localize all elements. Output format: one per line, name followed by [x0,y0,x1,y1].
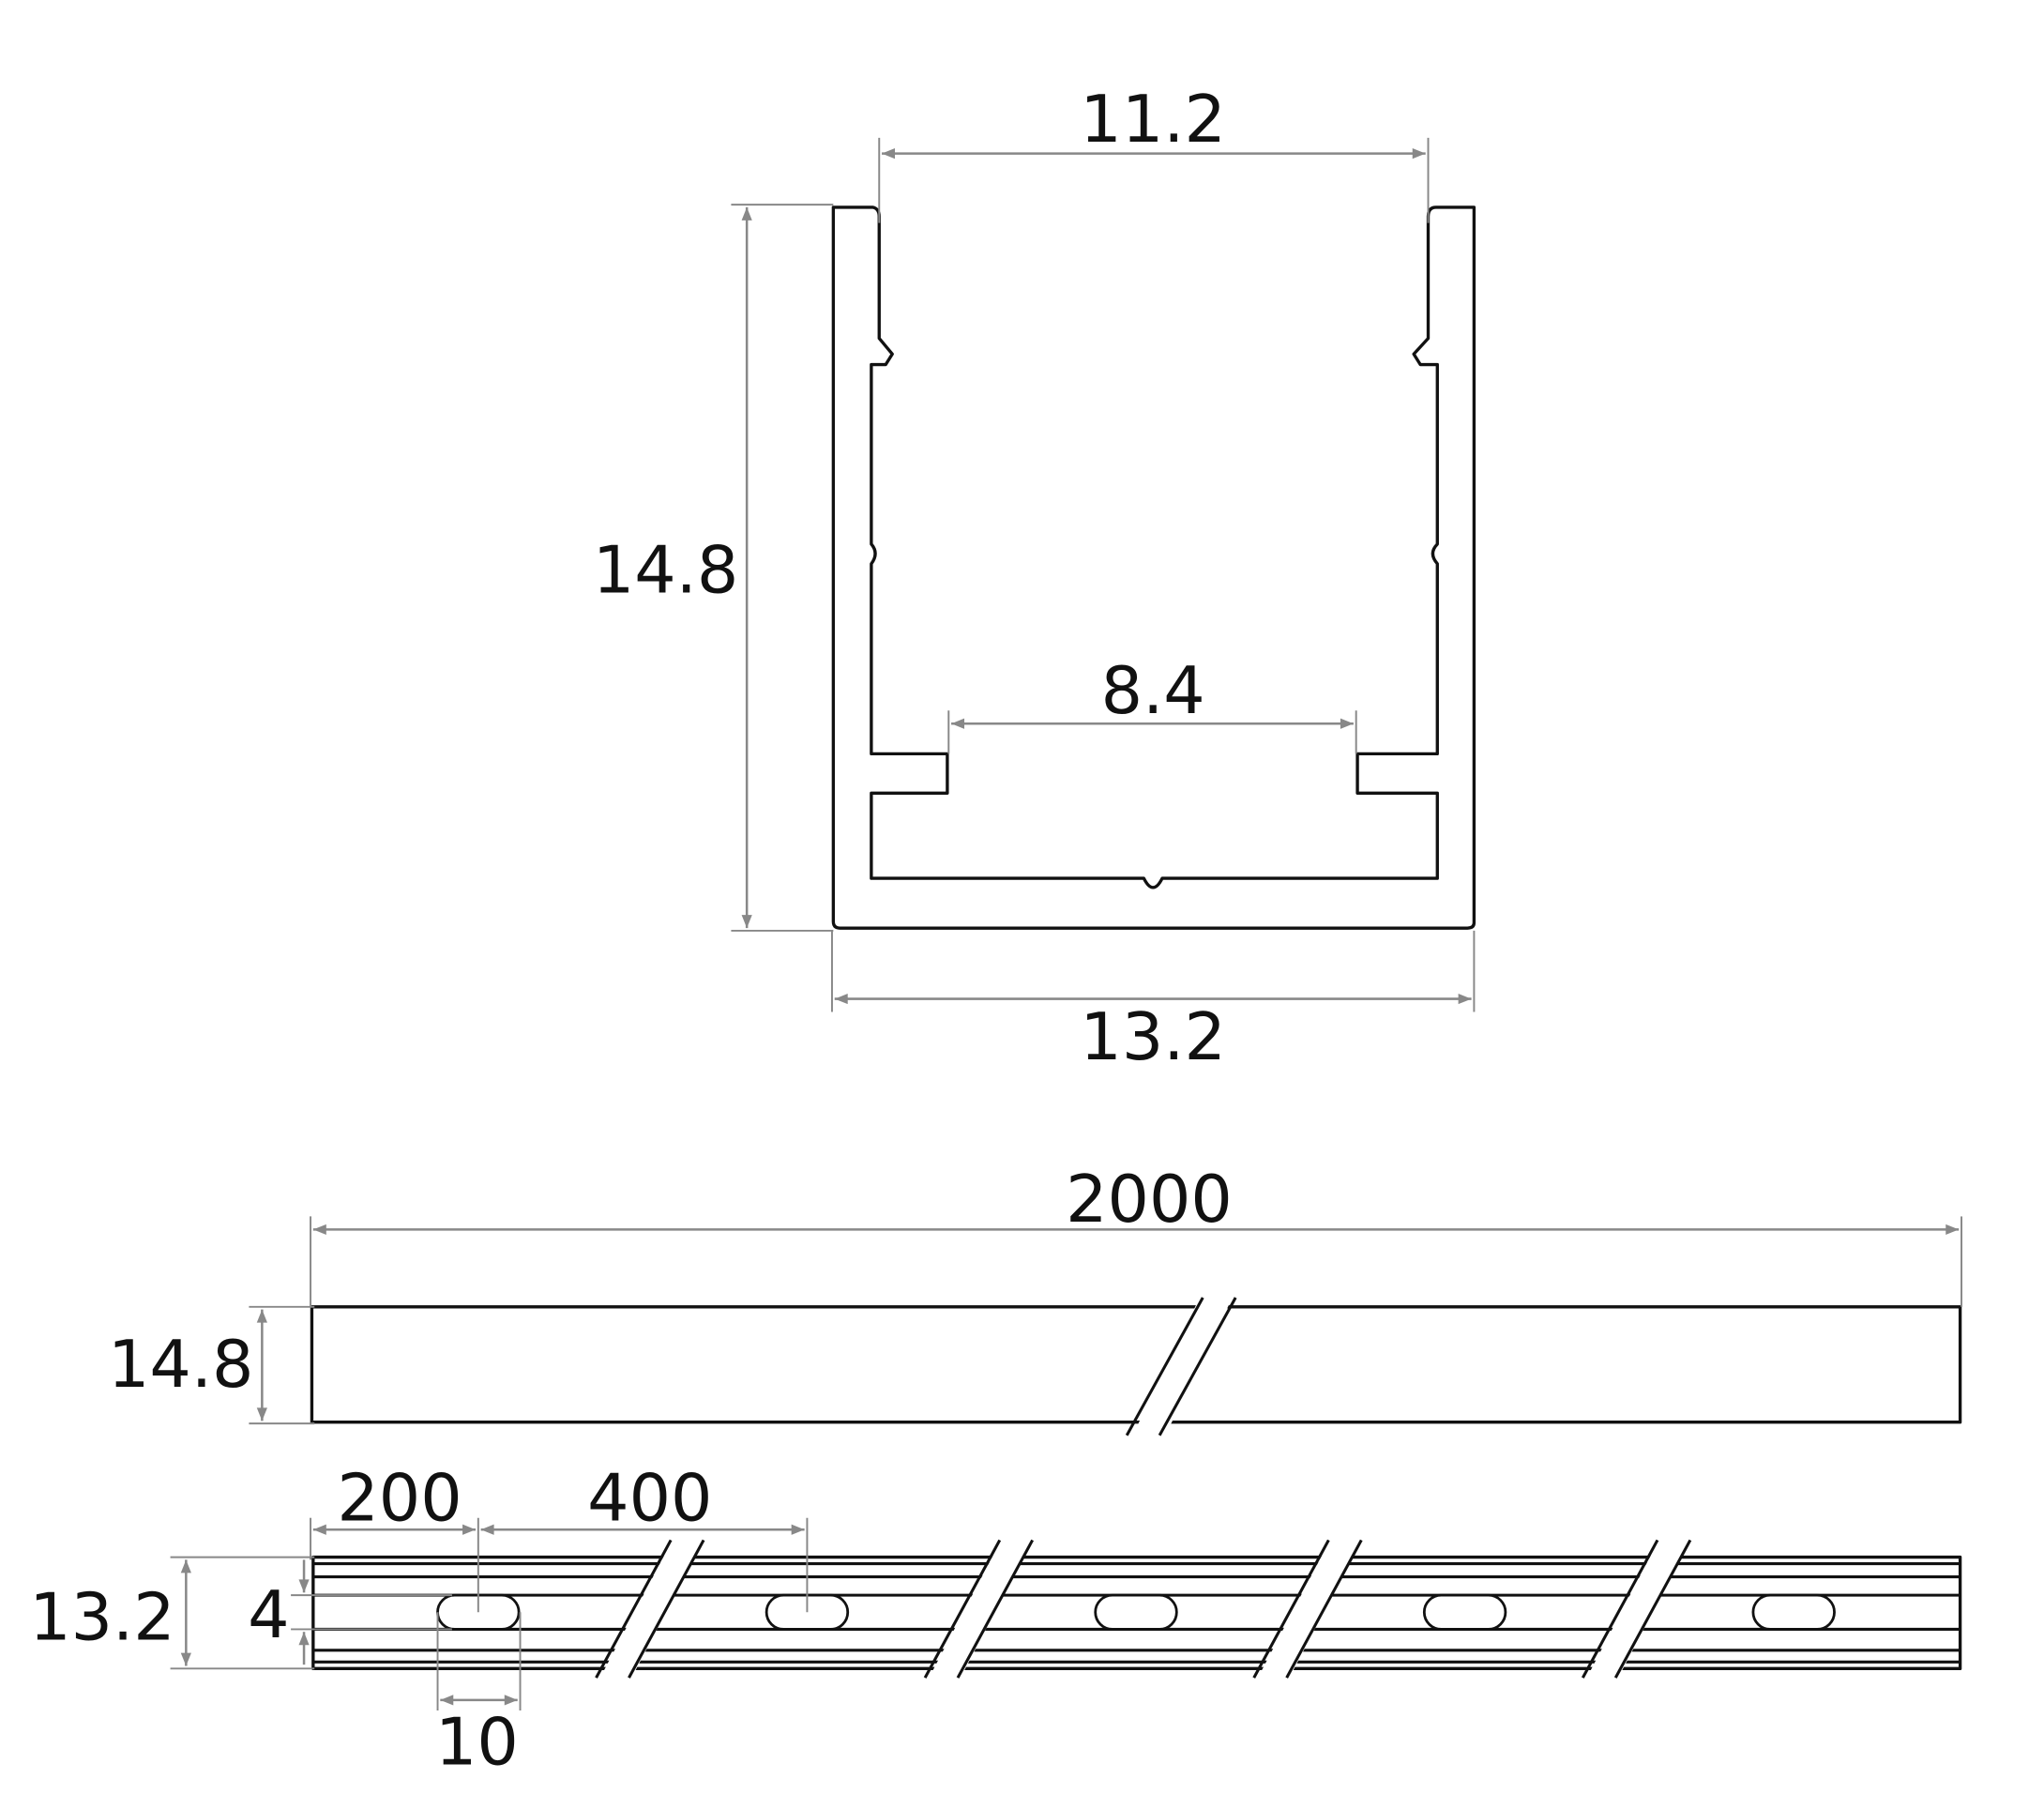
dimension-hole-length: 10 [435,1704,519,1780]
dimension-inner-base: 8.4 [1101,653,1205,729]
dimension-length: 2000 [1066,1162,1233,1238]
dimension-hole-width: 4 [248,1577,289,1653]
profile-side-view: 2000 14.8 [108,1162,1962,1442]
dimension-hole-pitch: 400 [587,1460,712,1536]
dimension-top-opening: 11.2 [1080,82,1225,158]
side-view-body [310,1305,1962,1424]
profile-bottom-view: 200 400 13.2 4 10 [29,1460,1962,1780]
mounting-holes [436,1593,1836,1631]
mounting-hole [1422,1593,1507,1631]
dimension-height: 14.8 [593,533,738,609]
mounting-hole [1751,1593,1836,1631]
break-lines [595,1539,1692,1680]
dimension-bottom-width: 13.2 [29,1580,174,1656]
dimension-side-height: 14.8 [108,1327,253,1403]
break-line [1158,1297,1237,1437]
dimension-first-hole: 200 [337,1460,462,1536]
profile-outline [831,205,1476,930]
profile-cross-section: 11.2 14.8 8.4 13.2 [593,82,1476,1075]
mounting-hole [1094,1593,1178,1631]
break-line [1125,1297,1204,1437]
dimension-outer-width: 13.2 [1080,999,1225,1075]
